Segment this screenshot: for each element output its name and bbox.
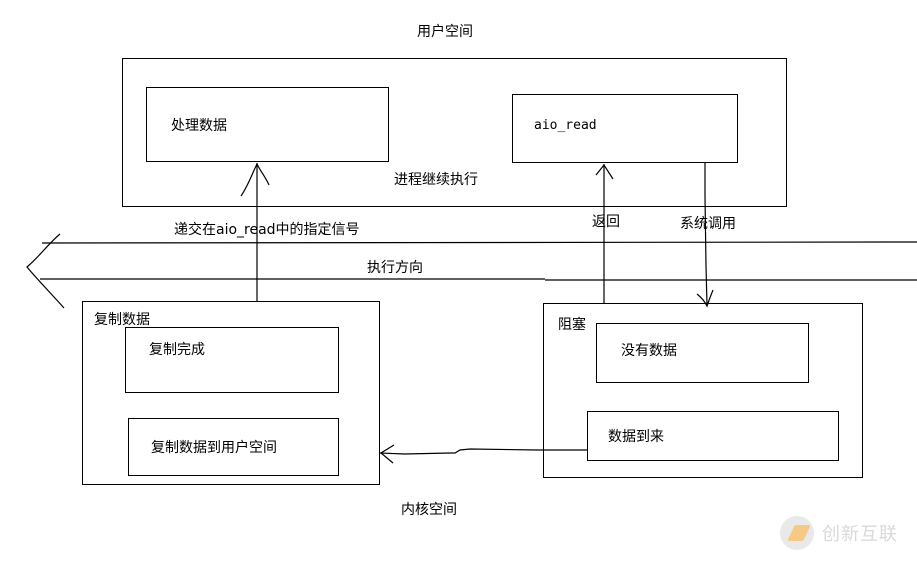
watermark: 创新互联 — [780, 516, 898, 550]
syscall-arrowhead-icon — [696, 289, 714, 308]
deliver-signal-label: 递交在aio_read中的指定信号 — [174, 222, 360, 238]
brand-logo-icon — [780, 516, 814, 550]
no-data-box — [596, 323, 809, 383]
data-arrowhead-icon — [379, 444, 395, 464]
kernel-space-footer: 内核空间 — [401, 502, 457, 518]
execution-direction-label: 执行方向 — [367, 260, 423, 276]
aio-read-label: aio_read — [534, 118, 597, 133]
process-data-label: 处理数据 — [171, 118, 227, 134]
return-arrowhead-icon — [595, 163, 614, 180]
return-label: 返回 — [592, 214, 620, 230]
user-space-container — [122, 58, 787, 207]
data-arrives-box — [587, 411, 839, 461]
aio-read-box — [512, 94, 738, 163]
watermark-text: 创新互联 — [822, 524, 898, 545]
syscall-arrow-shaft — [704, 163, 708, 306]
process-continue-label: 进程继续执行 — [394, 172, 478, 188]
blocking-group-label: 阻塞 — [558, 317, 586, 333]
blocking-container — [543, 303, 863, 478]
data-arrives-label: 数据到来 — [608, 429, 664, 445]
signal-arrowhead-icon — [240, 162, 270, 197]
copy-to-user-label: 复制数据到用户空间 — [151, 440, 277, 456]
copy-to-user-box — [128, 418, 339, 476]
direction-arrowhead-icon — [26, 233, 65, 309]
user-space-title: 用户空间 — [417, 24, 473, 40]
copy-done-box — [125, 327, 339, 393]
data-arrow-shaft — [379, 448, 587, 455]
copy-data-container — [82, 301, 380, 485]
direction-band-top — [41, 241, 917, 244]
no-data-label: 没有数据 — [621, 343, 677, 359]
copy-data-group-label: 复制数据 — [94, 312, 150, 328]
process-data-box — [146, 87, 389, 162]
copy-done-label: 复制完成 — [149, 342, 205, 358]
syscall-label: 系统调用 — [680, 216, 736, 232]
